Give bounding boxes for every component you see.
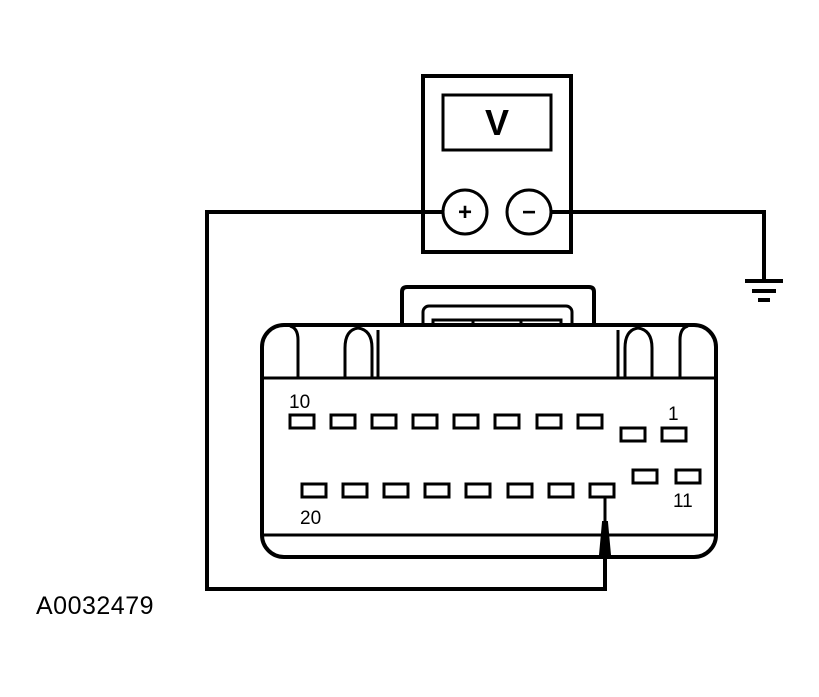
negative-lead-wire	[551, 210, 766, 279]
test-probe-icon	[598, 497, 612, 556]
pin-cavity-19	[341, 482, 369, 499]
meter-display-symbol: V	[485, 102, 509, 143]
pin-cavity-16	[464, 482, 492, 499]
figure-id-label: A0032479	[36, 592, 155, 620]
voltmeter-icon: V + −	[421, 74, 573, 254]
pin-cavity-14	[547, 482, 575, 499]
pin-row-bottom	[300, 468, 702, 499]
wires	[205, 210, 766, 591]
pin-label-1: 1	[668, 404, 679, 425]
pin-row-top	[288, 413, 688, 443]
pin-cavity-5	[493, 413, 521, 430]
meter-display	[441, 93, 553, 152]
pin-cavity-6	[452, 413, 480, 430]
pin-cavity-18	[382, 482, 410, 499]
pin-cavity-3	[576, 413, 604, 430]
pin-cavity-4	[535, 413, 563, 430]
pin-cavity-20	[300, 482, 328, 499]
negative-terminal-symbol: −	[522, 199, 536, 226]
pin-label-11: 11	[673, 491, 693, 512]
pin-cavity-9	[329, 413, 357, 430]
pin-label-20: 20	[300, 508, 321, 529]
pin-cavity-15	[506, 482, 534, 499]
positive-terminal-symbol: +	[458, 199, 472, 226]
pin-cavity-17	[423, 482, 451, 499]
pin-label-10: 10	[289, 392, 310, 413]
pin-cavity-11	[674, 468, 702, 485]
pin-cavity-13	[588, 482, 616, 499]
pin-cavity-8	[370, 413, 398, 430]
pin-cavity-12	[631, 468, 659, 485]
pin-cavity-1	[660, 426, 688, 443]
connector-body	[260, 323, 718, 559]
connector: 10 1 20 11	[260, 285, 718, 559]
pin-cavity-7	[411, 413, 439, 430]
positive-lead-wire	[205, 210, 607, 591]
ground-symbol-icon	[745, 279, 783, 302]
pin-cavity-10	[288, 413, 316, 430]
pin-cavity-2	[619, 426, 647, 443]
connector-ribs	[289, 324, 689, 378]
